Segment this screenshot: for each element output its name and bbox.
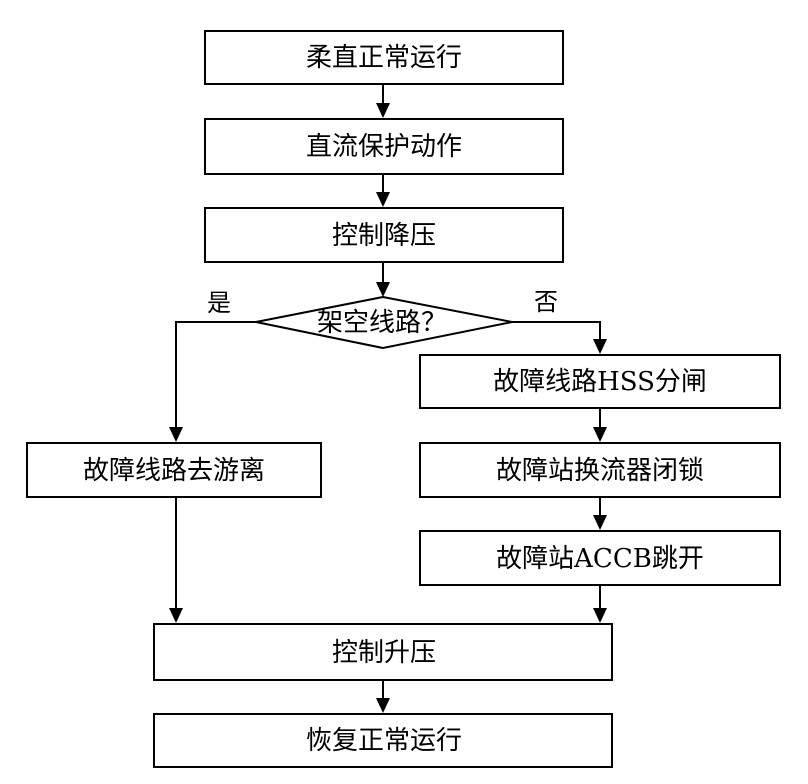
step-control-step-down: 控制降压 [204, 207, 564, 263]
arrowheads [169, 103, 607, 713]
step-resume-operation: 恢复正常运行 [153, 713, 613, 768]
arrow-down-icon [593, 608, 607, 623]
connector-yes-branch [175, 321, 256, 428]
arrow-down-icon [376, 282, 390, 297]
arrow-down-icon [376, 103, 390, 118]
step-box [204, 30, 564, 85]
decision-diamond [255, 295, 513, 350]
decision-label: 架空线路？ [317, 308, 447, 338]
step-box [419, 530, 781, 586]
step-box [204, 118, 564, 175]
step-box [204, 207, 564, 263]
arrow-down-icon [376, 192, 390, 207]
step-label: 直流保护动作 [306, 132, 462, 162]
step-box [419, 354, 781, 409]
arrow-down-icon [376, 698, 390, 713]
step-label: 故障线路去游离 [83, 456, 265, 486]
branch-label-yes: 是 [207, 289, 231, 317]
step-label: 恢复正常运行 [306, 726, 462, 756]
connector-no-branch [512, 321, 601, 340]
step-normal-operation: 柔直正常运行 [204, 30, 564, 85]
branch-label-no: 否 [534, 288, 558, 316]
decision-overhead-line: 架空线路？ [255, 295, 513, 350]
step-box [26, 442, 322, 498]
step-box [153, 623, 613, 681]
arrow-down-icon [593, 515, 607, 530]
step-label: 故障站换流器闭锁 [496, 456, 704, 486]
step-trip-accb: 故障站ACCB跳开 [419, 530, 781, 586]
step-control-step-up: 控制升压 [153, 623, 613, 681]
arrow-down-icon [169, 608, 183, 623]
step-box [419, 442, 781, 498]
step-block-converter: 故障站换流器闭锁 [419, 442, 781, 498]
arrow-down-icon [593, 427, 607, 442]
step-label: 控制降压 [332, 221, 436, 251]
step-box [153, 713, 613, 768]
step-label: 故障线路HSS分闸 [493, 367, 707, 397]
connectors [175, 84, 601, 699]
step-isolate-fault-line: 故障线路去游离 [26, 442, 322, 498]
step-open-hss: 故障线路HSS分闸 [419, 354, 781, 409]
arrow-down-icon [593, 339, 607, 354]
step-label: 故障站ACCB跳开 [496, 544, 704, 574]
arrow-down-icon [169, 427, 183, 442]
step-label: 控制升压 [332, 638, 436, 668]
step-dc-protection: 直流保护动作 [204, 118, 564, 175]
step-label: 柔直正常运行 [306, 43, 462, 73]
